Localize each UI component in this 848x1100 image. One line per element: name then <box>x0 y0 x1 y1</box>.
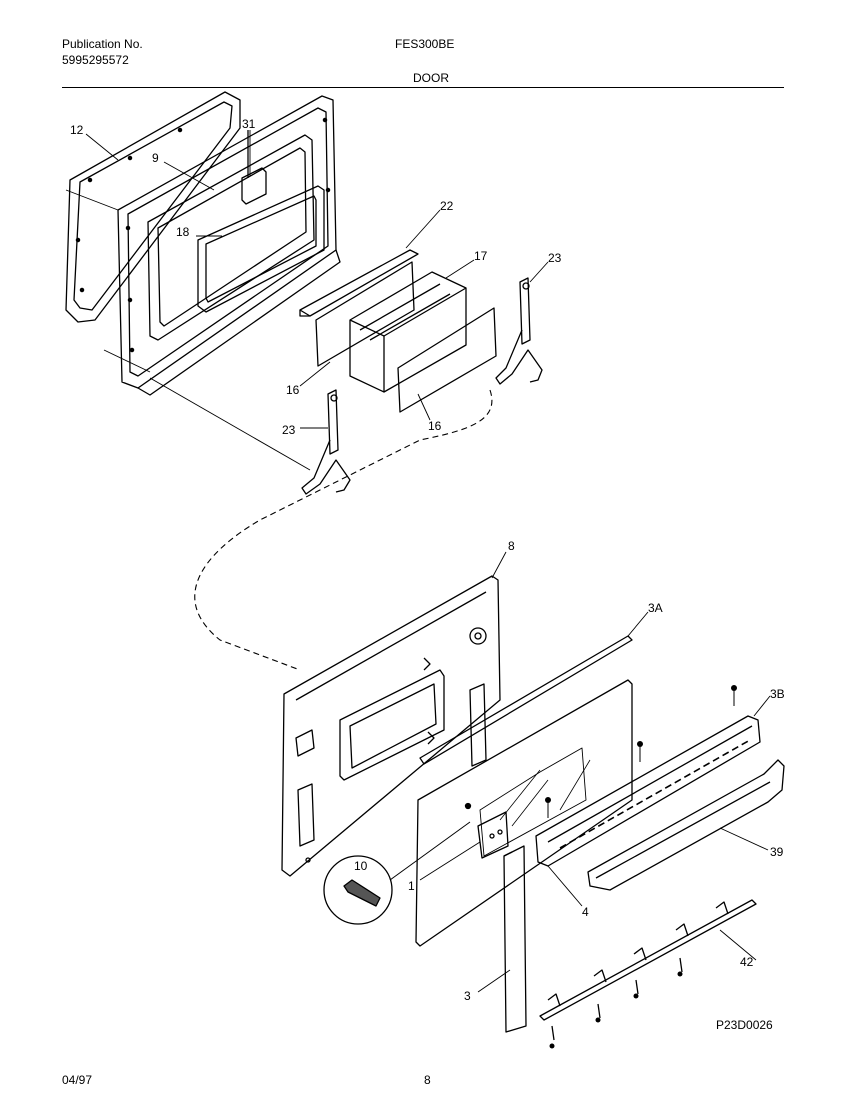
callout-42: 42 <box>740 955 754 969</box>
header-rule <box>62 87 784 88</box>
leader-lines-upper <box>65 189 311 471</box>
callout-labels: 12 9 31 18 22 17 23 16 16 23 8 3A 3B 10 … <box>70 117 785 1003</box>
part-17-insulation-box <box>349 271 467 393</box>
callout-22: 22 <box>440 199 454 213</box>
part-9-inner-door-frame <box>117 95 341 396</box>
publication-label: Publication No. <box>62 37 143 51</box>
footer-date: 04/97 <box>62 1073 93 1087</box>
callout-23-right: 23 <box>548 251 562 265</box>
screws <box>545 685 737 1049</box>
screw-shanks <box>547 690 735 818</box>
callout-39: 39 <box>770 845 784 859</box>
assembly-dashed-path <box>194 389 493 671</box>
callout-8: 8 <box>508 539 515 553</box>
part-3b-top-rail <box>535 715 761 867</box>
part-23-hinge-left <box>301 389 351 495</box>
callout-16-front: 16 <box>428 419 442 433</box>
part-3-vertical-trim <box>503 845 527 1033</box>
callout-3b: 3B <box>770 687 785 701</box>
part-31-latch <box>241 130 267 205</box>
footer-page-number: 8 <box>424 1073 431 1087</box>
callout-12: 12 <box>70 123 84 137</box>
callout-17: 17 <box>474 249 488 263</box>
part-16-glass-panel-rear <box>315 261 415 367</box>
part-18-window-frame <box>197 185 325 313</box>
model-number: FES300BE <box>395 37 455 51</box>
part-16-glass-panel-front <box>397 307 497 413</box>
callout-4: 4 <box>582 905 589 919</box>
callout-23-left: 23 <box>282 423 296 437</box>
part-1-front-glass <box>415 679 633 947</box>
callout-31: 31 <box>242 117 256 131</box>
part-8-outer-door-panel <box>281 575 501 877</box>
callout-leaders <box>85 130 771 993</box>
part-10-detail-circle <box>323 821 471 925</box>
part-3a-trim-strip <box>419 635 633 765</box>
callout-10: 10 <box>354 859 368 873</box>
drawing-code: P23D0026 <box>716 1018 773 1032</box>
section-title: DOOR <box>413 71 449 85</box>
part-22-top-channel <box>299 249 419 317</box>
part-23-hinge-right <box>495 277 543 385</box>
callout-18: 18 <box>176 225 190 239</box>
callout-16-rear: 16 <box>286 383 300 397</box>
callout-9: 9 <box>152 151 159 165</box>
part-39-handle <box>587 759 785 891</box>
part-12-door-gasket <box>65 91 241 323</box>
publication-number: 5995295572 <box>62 53 129 67</box>
callout-3a: 3A <box>648 601 663 615</box>
callout-3: 3 <box>464 989 471 1003</box>
part-42-hinge-strip <box>539 899 757 1041</box>
callout-1: 1 <box>408 879 415 893</box>
hinge-bracket <box>464 802 509 859</box>
